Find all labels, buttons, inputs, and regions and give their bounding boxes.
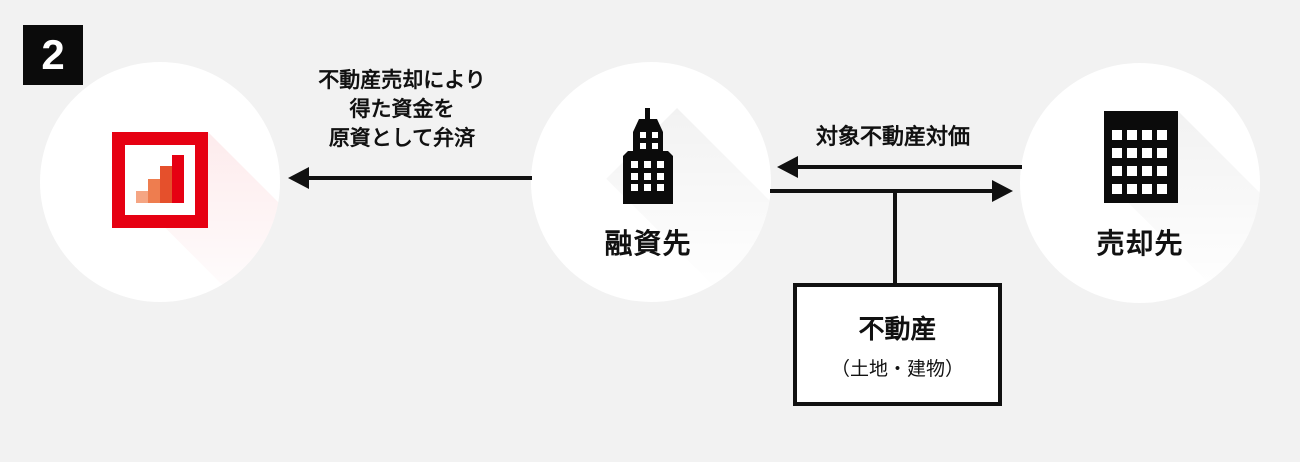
- asset-box-title: 不動産: [858, 313, 937, 344]
- arrow-shaft: [770, 189, 992, 193]
- logo-bar: [160, 166, 172, 203]
- arrow-shaft: [798, 165, 1022, 169]
- logo-bar: [148, 179, 160, 203]
- asset-box: 不動産 （土地・建物）: [793, 283, 1002, 406]
- repayment-arrow-caption: 不動産売却により 得た資金を 原資として弁済: [277, 66, 527, 153]
- consideration-arrow-caption: 対象不動産対価: [815, 124, 970, 149]
- apartment-building-icon: [1104, 111, 1178, 203]
- node-bank: [40, 62, 280, 302]
- logo-bar: [172, 155, 184, 203]
- arrowhead-right-icon: [992, 180, 1013, 202]
- consideration-arrow: [777, 156, 1022, 178]
- node-borrower: [531, 62, 771, 302]
- asset-box-subtitle: （土地・建物）: [830, 358, 964, 380]
- logo-bar: [136, 191, 148, 203]
- borrower-label: 融資先: [604, 228, 692, 259]
- arrowhead-left-icon: [288, 167, 309, 189]
- node-buyer: [1020, 63, 1260, 303]
- bank-logo-icon: [112, 132, 208, 228]
- office-building-icon: [623, 108, 673, 204]
- buyer-label: 売却先: [1096, 228, 1184, 259]
- arrowhead-left-icon: [777, 156, 798, 178]
- caption-line: 原資として弁済: [328, 127, 476, 150]
- caption-line: 不動産売却により: [318, 69, 486, 92]
- caption-line: 得た資金を: [349, 98, 455, 121]
- step-badge: 2: [23, 25, 83, 85]
- property-connector-line: [893, 189, 897, 287]
- arrow-shaft: [309, 176, 532, 180]
- property-transfer-arrow: [770, 180, 1013, 202]
- repayment-arrow: [288, 167, 532, 189]
